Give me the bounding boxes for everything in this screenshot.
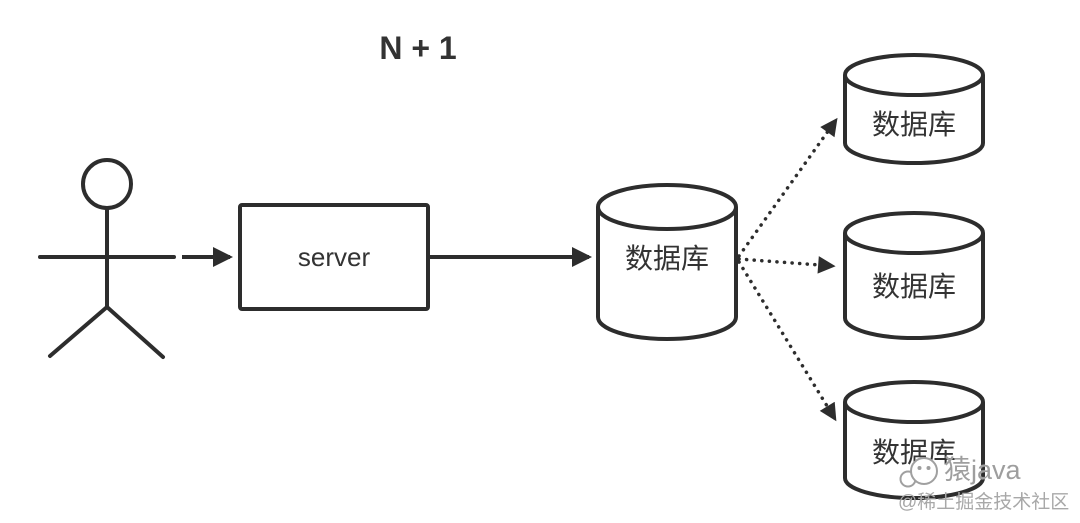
main-database-label: 数据库 bbox=[625, 243, 709, 274]
server-label: server bbox=[298, 242, 371, 272]
user-actor-icon bbox=[38, 158, 176, 359]
replica-database-3-body bbox=[843, 402, 985, 500]
replica-database-1-body bbox=[843, 75, 985, 165]
replica-database-2-top bbox=[843, 211, 985, 255]
actor-right-leg bbox=[105, 305, 165, 359]
watermark-attribution-text: @稀土掘金技术社区 bbox=[898, 492, 1070, 513]
replica-database-cylinder-1: 数据库 bbox=[843, 53, 985, 165]
replica-database-2-label: 数据库 bbox=[872, 271, 956, 302]
dotted-connections bbox=[737, 117, 838, 422]
replica-database-cylinder-3: 数据库 bbox=[843, 380, 985, 500]
watermark-brand-row: 猿java bbox=[898, 450, 1080, 492]
yuanjava-monkey-logo-icon bbox=[899, 457, 938, 488]
actor-left-leg bbox=[48, 305, 109, 358]
diagram-title: N + 1 bbox=[379, 30, 456, 66]
main-database-body bbox=[596, 207, 738, 341]
replica-database-3-top bbox=[843, 380, 985, 424]
dotted-arrow-to-replica-2 bbox=[737, 256, 836, 274]
watermark: 猿java @稀土掘金技术社区 bbox=[898, 450, 1080, 514]
actor-head bbox=[81, 158, 133, 210]
main-database-top bbox=[596, 183, 738, 231]
dotted-arrow-to-replica-1 bbox=[737, 117, 838, 258]
watermark-brand-text: 猿java bbox=[944, 455, 1021, 486]
replica-database-1-top bbox=[843, 53, 985, 97]
replica-database-1-label: 数据库 bbox=[872, 109, 956, 140]
replica-database-2-body bbox=[843, 233, 985, 340]
main-database-cylinder: 数据库 bbox=[596, 183, 738, 341]
dotted-arrow-to-replica-3 bbox=[737, 260, 837, 422]
replica-database-cylinder-2: 数据库 bbox=[843, 211, 985, 340]
